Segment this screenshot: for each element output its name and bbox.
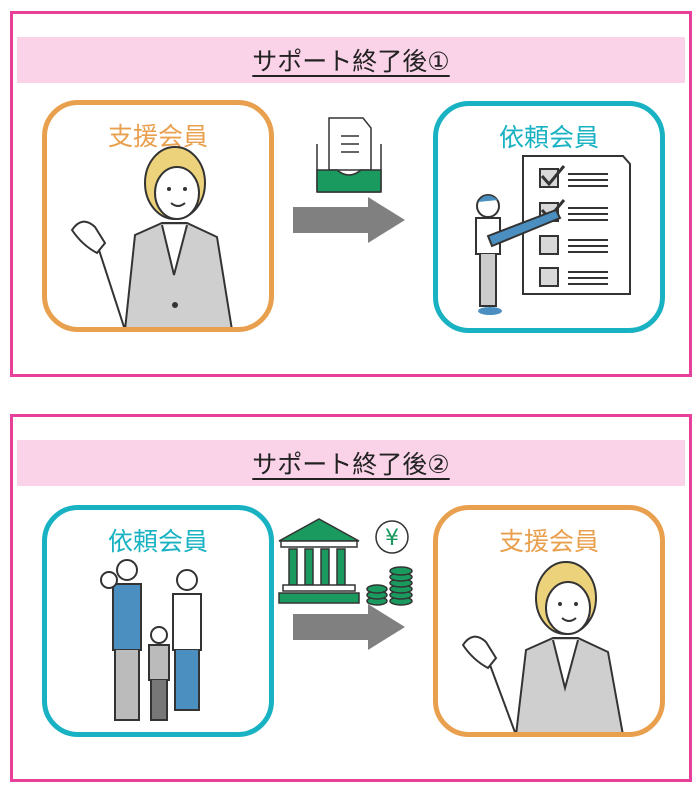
- box-label: 依頼会員: [107, 527, 208, 556]
- box-label: 支援会員: [498, 527, 599, 556]
- supporter-woman-illustration: [70, 146, 233, 327]
- box-label: 依頼会員: [498, 123, 599, 152]
- panel-after-support-1: サポート終了後① 支援会員 依頼会員: [10, 11, 692, 377]
- document-inbox-icon: [316, 117, 382, 193]
- svg-text:¥: ¥: [385, 526, 399, 551]
- arrow-right-icon: [293, 604, 405, 650]
- panel-header: サポート終了後②: [17, 440, 685, 486]
- family-illustration: [100, 559, 202, 721]
- requester-member-box: 依頼会員: [433, 101, 665, 333]
- requester-member-box: 依頼会員: [42, 505, 274, 737]
- bank-yen-coins-icon: ¥: [278, 518, 413, 606]
- supporter-woman-illustration: [461, 561, 624, 732]
- supporter-member-box: 支援会員: [433, 505, 665, 737]
- supporter-member-box: 支援会員: [42, 100, 274, 332]
- panel-title: サポート終了後①: [252, 47, 450, 76]
- panel-title: サポート終了後②: [252, 450, 450, 479]
- panel-after-support-2: サポート終了後② 依頼会員 ¥: [10, 414, 692, 782]
- arrow-right-icon: [293, 197, 405, 243]
- checklist-person-illustration: [475, 155, 631, 315]
- panel-header: サポート終了後①: [17, 37, 685, 83]
- box-label: 支援会員: [107, 122, 208, 151]
